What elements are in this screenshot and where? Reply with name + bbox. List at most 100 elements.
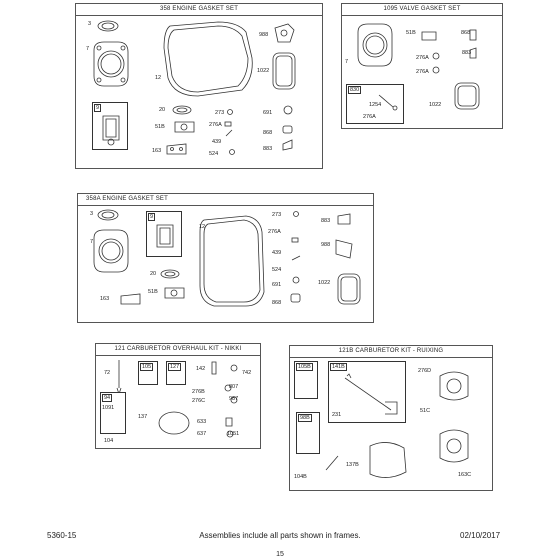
callout-883: 883 — [321, 218, 331, 224]
subframe-9-label: 9 — [94, 104, 102, 112]
callout-807: 807 — [229, 384, 239, 390]
seal-ring-3 — [97, 209, 119, 221]
callout-7: 7 — [86, 46, 90, 52]
head-gasket-7 — [93, 229, 129, 273]
o-ring-137 — [158, 411, 190, 435]
callout-276c: 276C — [192, 398, 206, 404]
callout-104: 104 — [104, 438, 114, 444]
callout-163: 163 — [152, 148, 162, 154]
seal-20 — [172, 105, 192, 115]
shaft-141b — [344, 373, 398, 415]
callout-72: 72 — [104, 370, 111, 376]
o-ring-137b — [369, 442, 407, 478]
callout-1022: 1022 — [318, 280, 331, 286]
callout-439: 439 — [212, 139, 222, 145]
subframe-105b-label: 105B — [296, 363, 313, 371]
callout-273: 273 — [215, 110, 225, 116]
panel-title: 358A ENGINE GASKET SET — [86, 196, 168, 202]
footer-doc-number: 5360-15 — [47, 531, 77, 540]
callout-276d: 276D — [418, 368, 432, 374]
panel-1095-valve-gasket-set: 1095 VALVE GASKET SET 830 7 51B 868 276A… — [341, 3, 503, 129]
callout-51b: 51B — [406, 30, 416, 36]
gasket-51b — [164, 287, 185, 299]
callout-883: 883 — [462, 50, 472, 56]
subframe-98b-label: 98B — [298, 414, 312, 422]
callout-988: 988 — [259, 32, 269, 38]
callout-51b: 51B — [155, 124, 165, 130]
callout-276b: 276B — [192, 389, 205, 395]
callout-12: 12 — [199, 224, 206, 230]
callout-742: 742 — [242, 370, 252, 376]
callout-137b: 137B — [346, 462, 359, 468]
parts-883-1022 — [335, 213, 361, 305]
gasket-51b — [174, 121, 195, 133]
subframe-105-label: 105 — [140, 363, 154, 371]
callout-524: 524 — [209, 151, 219, 157]
callout-1022: 1022 — [429, 102, 442, 108]
callout-7: 7 — [90, 239, 94, 245]
subframe-105b: 105B — [294, 361, 318, 399]
seal-ring-3 — [97, 20, 119, 32]
seal-20 — [160, 269, 180, 279]
callout-691: 691 — [272, 282, 282, 288]
subframe-127-label: 127 — [168, 363, 182, 371]
callout-104b: 104B — [294, 474, 307, 480]
panel-358-engine-gasket-set: 358 ENGINE GASKET SET 9 3 7 12 988 1022 … — [75, 3, 323, 169]
head-gasket-7 — [93, 41, 129, 87]
callout-276a: 276A — [268, 229, 281, 235]
subframe-9-label: 9 — [148, 213, 156, 221]
subframe-830-label: 830 — [348, 86, 362, 94]
gasket-1022 — [454, 82, 480, 110]
callout-524: 524 — [272, 267, 282, 273]
gasket-276d — [439, 371, 469, 401]
subframe-98b: 98B — [296, 412, 320, 454]
parts-691-883 — [282, 105, 293, 151]
callout-987: 987 — [229, 396, 239, 402]
callout-988: 988 — [321, 242, 331, 248]
subframe-141b: 141B — [328, 361, 406, 423]
title-rule — [290, 357, 492, 358]
title-rule — [76, 15, 322, 16]
callout-20: 20 — [150, 271, 157, 277]
title-rule — [78, 205, 373, 206]
gasket-163 — [166, 143, 187, 155]
parts-273-524 — [224, 109, 235, 155]
callout-3: 3 — [90, 211, 94, 217]
callout-1091: 1091 — [102, 405, 115, 411]
callout-868: 868 — [263, 130, 273, 136]
callout-868: 868 — [272, 300, 282, 306]
gasket-9 — [102, 115, 120, 146]
callout-7: 7 — [345, 59, 349, 65]
callout-276a: 276A — [209, 122, 222, 128]
callout-51c: 51C — [420, 408, 431, 414]
callout-868: 868 — [461, 30, 471, 36]
callout-1254: 1254 — [369, 102, 382, 108]
title-rule — [96, 355, 260, 356]
subframe-9: 9 — [146, 211, 182, 257]
panel-121-carburetor-overhaul-kit-nikki: 121 CARBURETOR OVERHAUL KIT - NIKKI 105 … — [95, 343, 261, 449]
callout-883: 883 — [263, 146, 273, 152]
carb-small-parts — [211, 361, 238, 438]
callout-51b: 51B — [148, 289, 158, 295]
callout-142: 142 — [196, 366, 206, 372]
callout-276a: 276A — [416, 55, 429, 61]
gasket-9 — [156, 224, 174, 248]
panel-358a-engine-gasket-set: 358A ENGINE GASKET SET 9 3 9 12 7 20 51B… — [77, 193, 374, 323]
callout-137: 137 — [138, 414, 148, 420]
callout-163: 163 — [100, 296, 110, 302]
panel-title: 121 CARBURETOR OVERHAUL KIT - NIKKI — [114, 346, 242, 352]
head-gasket-7 — [357, 23, 393, 67]
gasket-988 — [274, 23, 295, 43]
callout-276a-b: 276A — [416, 69, 429, 75]
panel-title: 121B CARBURETOR KIT - RUIXING — [338, 348, 444, 354]
subframe-9: 9 — [92, 102, 128, 150]
callout-633: 633 — [197, 419, 207, 425]
callout-1022: 1022 — [257, 68, 270, 74]
callout-3: 3 — [88, 21, 92, 27]
gasket-163c — [439, 429, 469, 463]
callout-1051: 1051 — [227, 431, 240, 437]
valve-parts-830 — [378, 94, 398, 111]
crankcase-gasket-12 — [199, 215, 265, 307]
subframe-94-label: 94 — [102, 394, 113, 402]
crankcase-gasket-12 — [163, 21, 253, 97]
